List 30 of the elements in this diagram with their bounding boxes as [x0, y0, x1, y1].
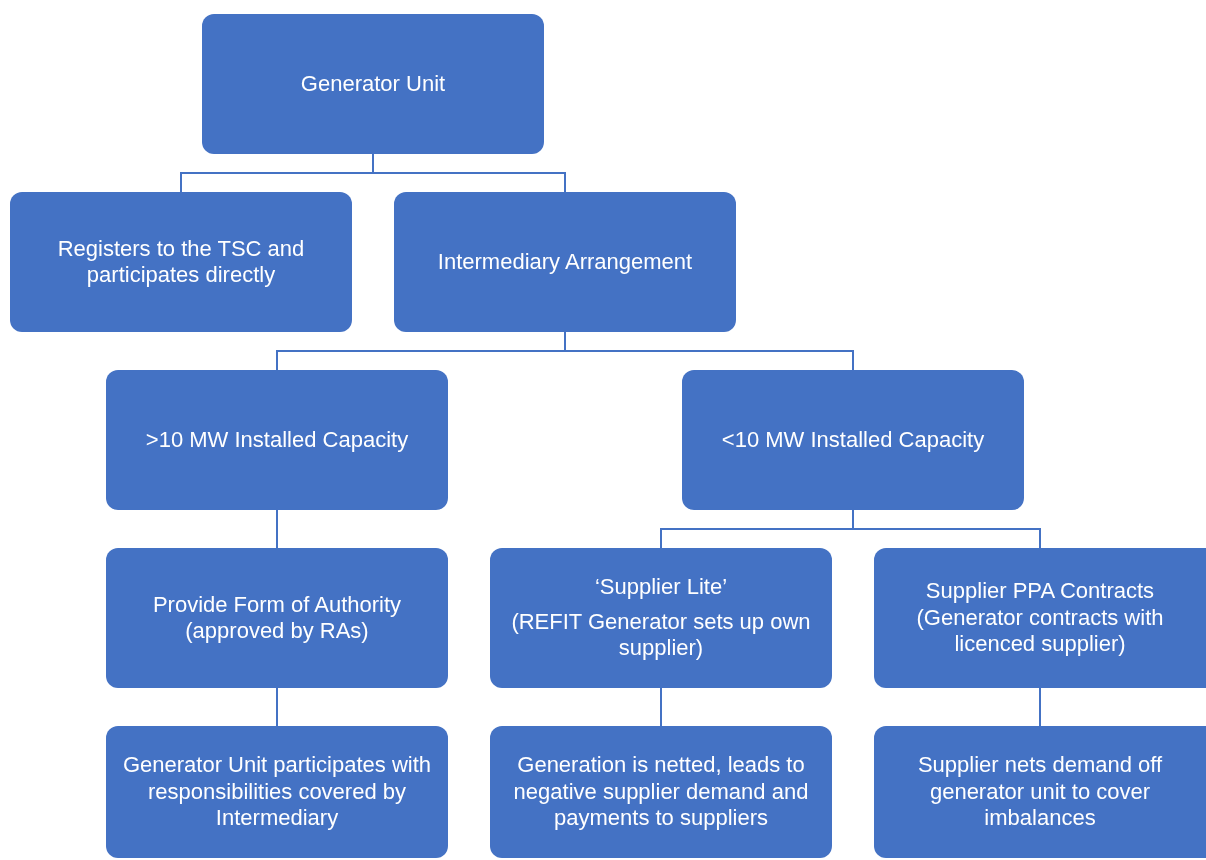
box-text: (REFIT Generator sets up own supplier): [510, 608, 812, 662]
process-box: [490, 726, 832, 858]
box-text: <10 MW Installed Capacity: [721, 426, 985, 454]
box-text: >10 MW Installed Capacity: [145, 426, 409, 454]
box-text: ‘Supplier Lite’: [594, 574, 728, 601]
process-box: [874, 548, 1206, 688]
process-box: [106, 370, 448, 510]
box-text: Registers to the TSC and participates directly: [56, 235, 306, 289]
process-box: [106, 548, 448, 688]
connector-line: [276, 687, 278, 727]
connector-line: [852, 509, 1041, 549]
box-text: Generation is netted, leads to negative supplier demand and payments to suppliers: [512, 752, 810, 832]
box-text: Supplier nets demand off generator unit to cover imbalances: [916, 752, 1164, 832]
box-text: Supplier PPA Contracts (Generator contracts with licenced supplier): [915, 578, 1165, 658]
box-text: Generator Unit: [300, 70, 446, 98]
connector-line: [276, 509, 278, 549]
box-text: Generator Unit participates with responsibilities covered by Intermediary: [121, 752, 433, 832]
process-box: [490, 548, 832, 688]
process-box: [874, 726, 1206, 858]
connector-line: [660, 687, 662, 727]
connector-line: [1039, 687, 1041, 727]
process-box: [682, 370, 1024, 510]
process-box: [202, 14, 544, 154]
process-box: [10, 192, 352, 332]
connector-line: [564, 331, 854, 371]
process-box: [394, 192, 736, 332]
connector-line: [372, 153, 566, 193]
box-text: Provide Form of Authority (approved by RAs): [151, 591, 403, 645]
process-box: [106, 726, 448, 858]
box-text: Intermediary Arrangement: [437, 248, 693, 276]
